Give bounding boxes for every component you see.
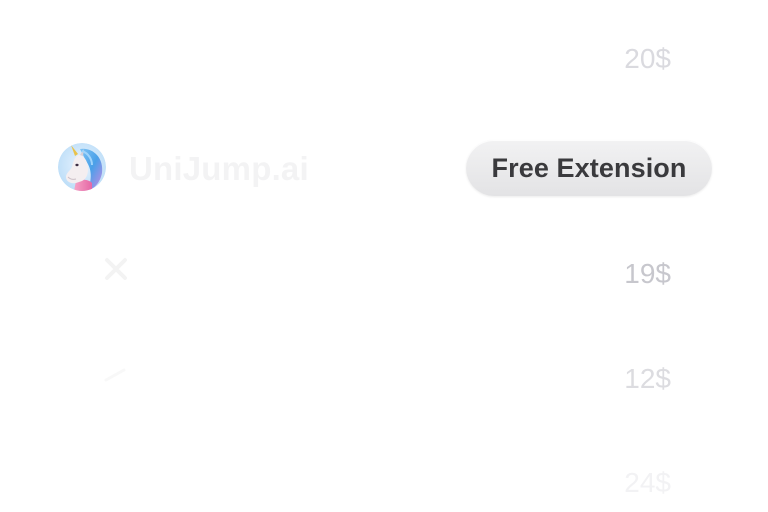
pricing-row: 19$: [0, 245, 768, 305]
pricing-row: 20$: [0, 30, 768, 90]
pricing-row: 24$: [0, 454, 768, 512]
pricing-row-highlighted: UniJump.ai Free Extension: [0, 138, 768, 198]
price-label: 19$: [624, 258, 671, 289]
free-extension-button[interactable]: Free Extension: [466, 140, 712, 196]
x-logo-icon: [104, 257, 128, 281]
faint-logo-icon: [104, 368, 128, 392]
price-label: 12$: [624, 363, 671, 394]
pricing-row: 12$: [0, 350, 768, 410]
unicorn-logo-icon: [58, 143, 106, 191]
price-label: 24$: [624, 467, 671, 498]
price-label: 20$: [624, 43, 671, 74]
product-name: UniJump.ai: [129, 150, 309, 187]
